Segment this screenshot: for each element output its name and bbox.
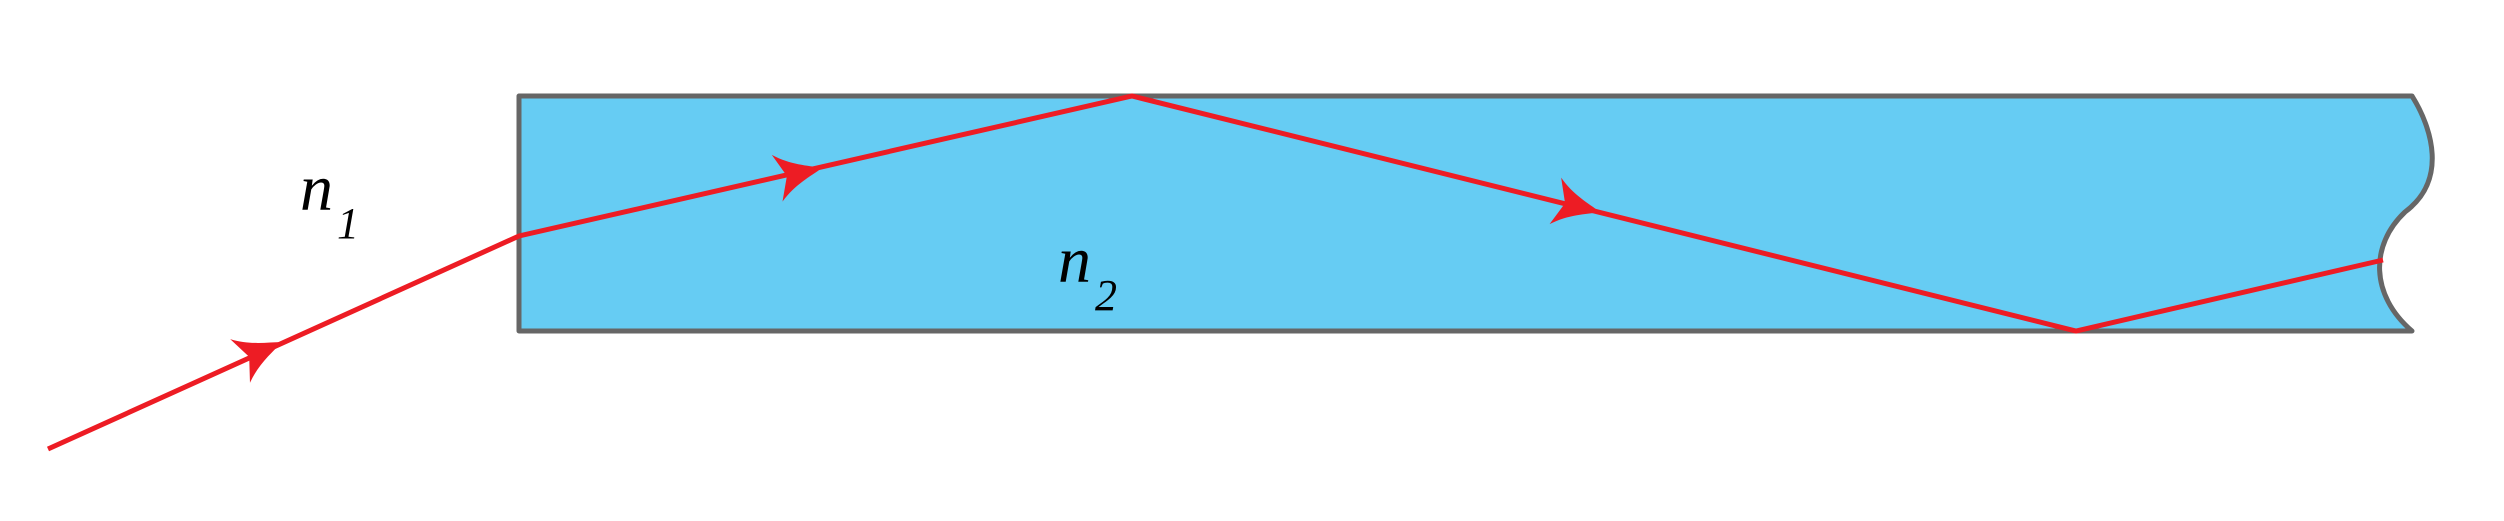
label-n2: n2 xyxy=(1058,224,1117,320)
ray-direction-arrow-icon xyxy=(1549,177,1600,225)
ray-direction-arrow-icon xyxy=(230,339,282,383)
label-n2-subscript: 2 xyxy=(1095,271,1117,320)
label-n2-base: n xyxy=(1058,224,1091,297)
label-n1-subscript: 1 xyxy=(337,199,359,248)
label-n1-base: n xyxy=(300,152,333,225)
fiber-core-medium xyxy=(516,93,2435,334)
ray-direction-arrow-icon xyxy=(771,154,822,202)
light-ray-path xyxy=(46,93,2384,452)
label-n1: n1 xyxy=(300,152,359,248)
